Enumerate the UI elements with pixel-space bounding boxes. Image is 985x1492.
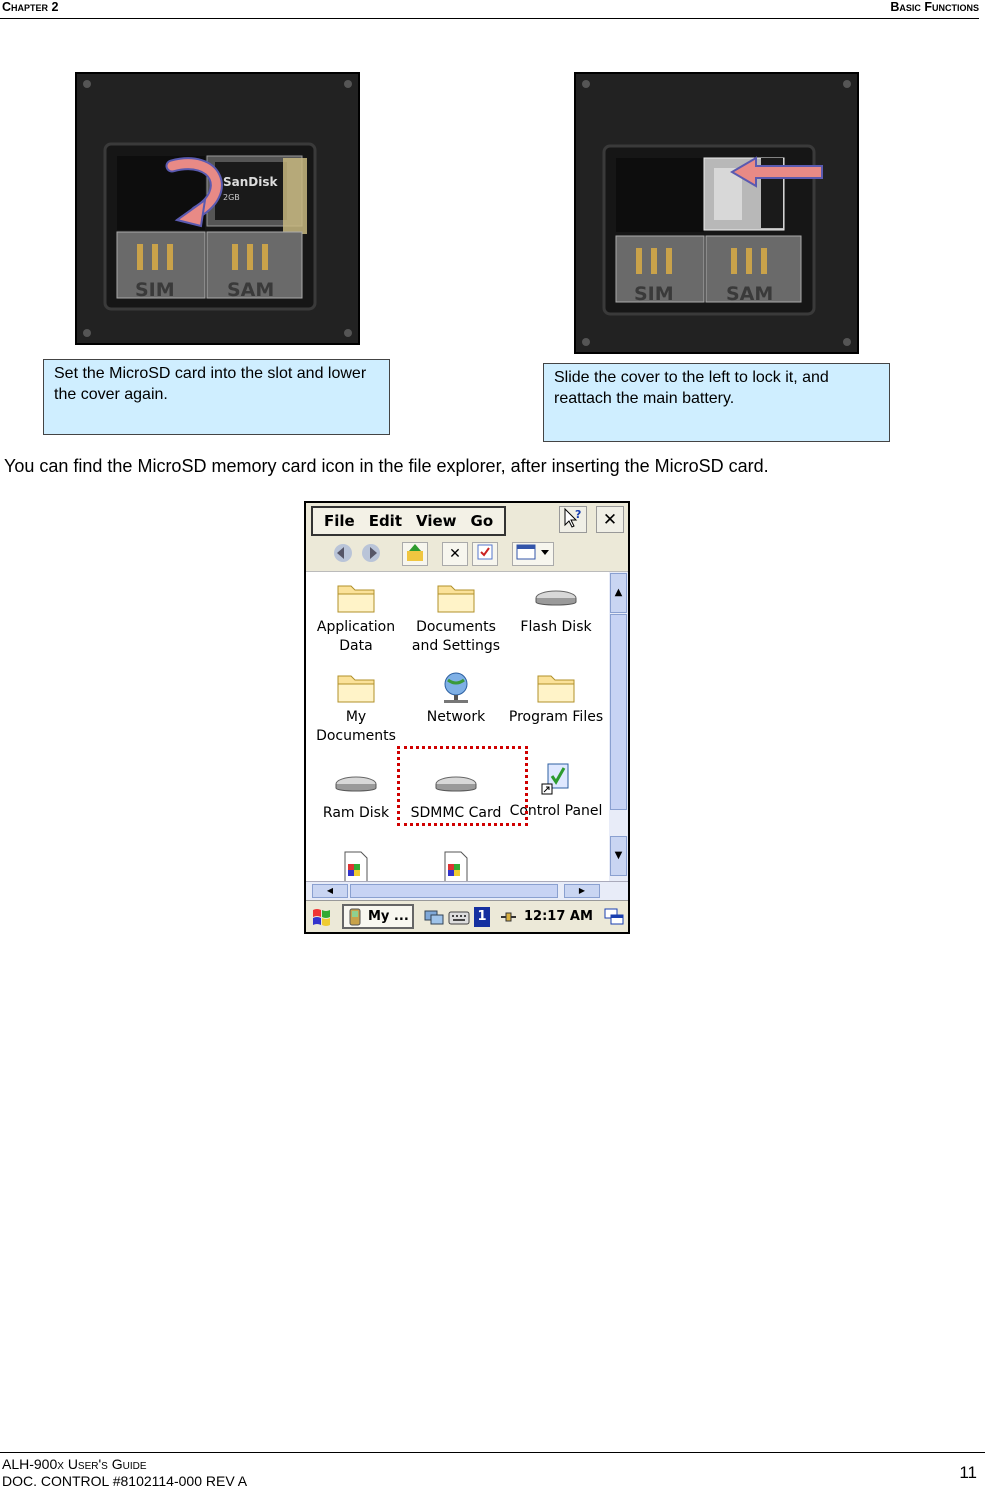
- item-label: Flash Disk: [520, 619, 592, 635]
- menu-edit[interactable]: Edit: [368, 512, 402, 530]
- keyboard-icon[interactable]: [448, 909, 470, 925]
- view-mode-button[interactable]: [512, 542, 554, 566]
- body-paragraph: You can find the MicroSD memory card ico…: [4, 456, 769, 476]
- power-plug-icon[interactable]: [498, 908, 518, 926]
- folder-icon: [537, 675, 575, 703]
- close-button[interactable]: ✕: [596, 506, 624, 533]
- item-label: Network: [426, 709, 486, 725]
- item-label: Control Panel: [509, 803, 603, 819]
- folder-icon: [337, 675, 375, 703]
- sdmmc-highlight-box: [397, 746, 528, 826]
- forward-button[interactable]: [358, 542, 384, 566]
- vertical-scrollbar[interactable]: ▲ ▼: [609, 572, 628, 881]
- explorer-item-program-files[interactable]: Program Files: [506, 670, 606, 727]
- scroll-left-button[interactable]: ◀: [312, 884, 348, 898]
- toolbar: ✕: [306, 537, 628, 572]
- input-badge[interactable]: 1: [474, 907, 490, 927]
- device-icon: [349, 908, 361, 926]
- sim-label: SIM: [135, 279, 175, 301]
- menu-view[interactable]: View: [416, 512, 457, 530]
- chapter-label: Chapter 2: [2, 0, 59, 14]
- item-label: Application Data: [316, 619, 396, 654]
- up-folder-button[interactable]: [402, 542, 428, 566]
- left-arrow-icon: [730, 156, 823, 188]
- control-panel-icon: [541, 763, 569, 795]
- explorer-item-documents-and-settings[interactable]: Documents and Settings: [406, 580, 506, 656]
- footer-doc-info: ALH-900x User's Guide DOC. CONTROL #8102…: [2, 1456, 247, 1490]
- folder-icon: [437, 585, 475, 613]
- document-icon: [344, 851, 368, 884]
- explorer-item-file-2[interactable]: [406, 850, 506, 888]
- desktop-switch-icon[interactable]: [604, 908, 624, 926]
- explorer-item-network[interactable]: Network: [406, 670, 506, 727]
- caption-box-1: Set the MicroSD card into the slot and l…: [43, 359, 390, 435]
- task-label: My ...: [368, 909, 409, 924]
- explorer-item-my-documents[interactable]: My Documents: [306, 670, 406, 746]
- page-header: Chapter 2 Basic Functions: [0, 0, 979, 19]
- delete-icon: ✕: [449, 546, 461, 562]
- microsd-insert-photo: SanDisk 2GB SIM SAM: [75, 72, 360, 345]
- cover-lock-photo: SIM SAM: [574, 72, 859, 354]
- caption-box-2: Slide the cover to the left to lock it, …: [543, 363, 890, 442]
- back-button[interactable]: [330, 542, 356, 566]
- network-tray-icon[interactable]: [424, 909, 444, 925]
- scroll-up-button[interactable]: ▲: [610, 573, 627, 613]
- delete-button[interactable]: ✕: [442, 542, 468, 566]
- explorer-item-application-data[interactable]: Application Data: [306, 580, 406, 656]
- page-number: 11: [959, 1463, 977, 1482]
- view-mode-icon: [516, 544, 549, 560]
- file-explorer-window: File Edit View Go ? ✕ ✕ Application Data…: [304, 501, 630, 934]
- card-size-text: 2GB: [223, 193, 240, 202]
- item-label: Program Files: [508, 709, 604, 725]
- item-label: My Documents: [316, 709, 396, 744]
- explorer-item-file-1[interactable]: [306, 850, 406, 888]
- menu-file[interactable]: File: [324, 512, 355, 530]
- start-flag-icon[interactable]: [310, 906, 334, 928]
- explorer-item-ram-disk[interactable]: Ram Disk: [306, 766, 406, 823]
- forward-arrow-icon: [362, 544, 380, 562]
- svg-text:?: ?: [575, 508, 581, 521]
- taskbar: My ... 1 12:17 AM: [306, 900, 628, 932]
- explorer-item-flash-disk[interactable]: Flash Disk: [506, 580, 606, 637]
- drive-icon: [335, 776, 377, 792]
- menu-bar: File Edit View Go ? ✕: [306, 503, 628, 537]
- item-label: Ram Disk: [322, 805, 390, 821]
- taskbar-clock[interactable]: 12:17 AM: [524, 909, 593, 924]
- caption-text-2: Slide the cover to the left to lock it, …: [554, 369, 829, 407]
- card-brand-text: SanDisk: [223, 175, 279, 189]
- drive-icon: [435, 776, 477, 792]
- document-icon: [444, 851, 468, 884]
- footer-doc-control: DOC. CONTROL #8102114-000 REV A: [2, 1473, 248, 1489]
- menu-go[interactable]: Go: [470, 512, 494, 530]
- close-icon: ✕: [602, 510, 618, 530]
- h-scroll-thumb[interactable]: [350, 884, 558, 898]
- page-footer: ALH-900x User's Guide DOC. CONTROL #8102…: [0, 1452, 985, 1489]
- item-label: Documents and Settings: [411, 619, 501, 654]
- sam-label-2: SAM: [726, 283, 773, 305]
- up-folder-icon: [407, 544, 423, 561]
- folder-icon: [337, 585, 375, 613]
- sam-label: SAM: [227, 279, 274, 301]
- item-label: SDMMC Card: [410, 805, 502, 821]
- footer-guide-title: ALH-900x User's Guide: [2, 1456, 147, 1472]
- explorer-item-sdmmc-card[interactable]: SDMMC Card: [406, 766, 506, 823]
- back-arrow-icon: [334, 544, 352, 562]
- scroll-thumb[interactable]: [610, 614, 627, 810]
- horizontal-scrollbar[interactable]: ◀ ▶: [306, 881, 628, 900]
- scroll-down-button[interactable]: ▼: [610, 836, 627, 876]
- help-pointer-icon[interactable]: ?: [559, 506, 587, 533]
- properties-icon: [477, 544, 493, 560]
- task-my-documents[interactable]: My ...: [342, 904, 414, 929]
- properties-button[interactable]: [472, 542, 498, 566]
- caption-text-1: Set the MicroSD card into the slot and l…: [54, 365, 367, 403]
- file-grid: Application Data Documents and Settings …: [306, 572, 608, 884]
- sim-label-2: SIM: [634, 283, 674, 305]
- section-label: Basic Functions: [890, 0, 979, 14]
- network-icon: [444, 672, 468, 703]
- explorer-item-control-panel[interactable]: Control Panel: [506, 760, 606, 821]
- menu-group: File Edit View Go: [311, 506, 507, 536]
- scroll-right-button[interactable]: ▶: [564, 884, 600, 898]
- drive-icon: [535, 590, 577, 606]
